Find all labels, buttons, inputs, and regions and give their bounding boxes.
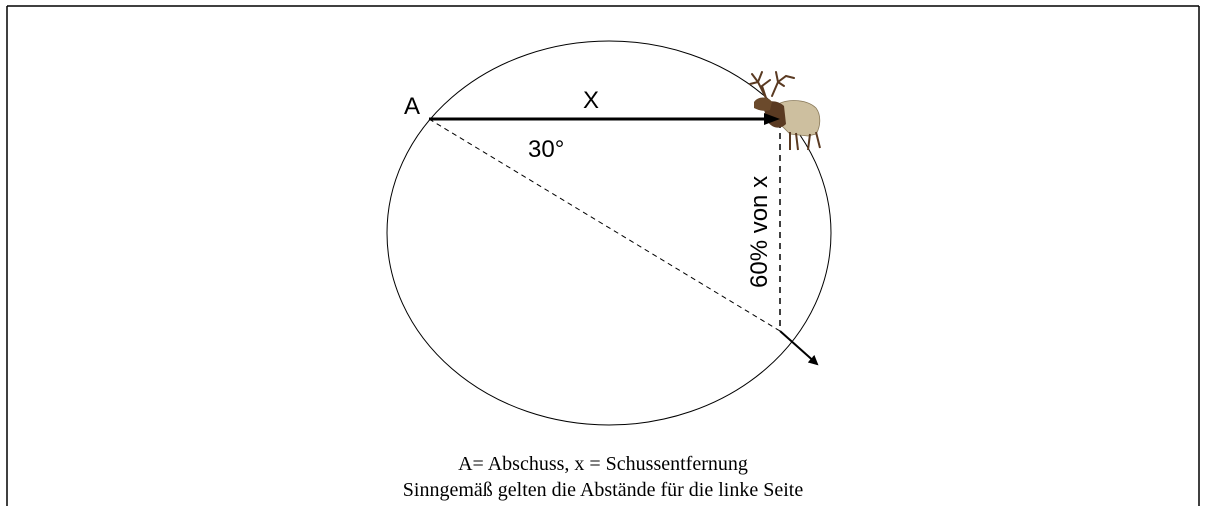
caption-line-1: A= Abschuss, x = Schussentfernung — [458, 453, 748, 475]
angle-label: 30° — [528, 136, 564, 163]
caption-line-2: Sinngemäß gelten die Abstände für die li… — [403, 479, 804, 501]
point-label: A — [404, 93, 420, 120]
zone-ellipse — [386, 40, 832, 426]
distance-label: X — [583, 87, 599, 114]
offset-label: 60% von x — [746, 176, 773, 288]
elk-icon — [749, 71, 821, 151]
diagonal-dashed-line — [428, 118, 781, 332]
distance-arrowhead — [764, 113, 780, 125]
direction-arrow — [779, 330, 819, 366]
